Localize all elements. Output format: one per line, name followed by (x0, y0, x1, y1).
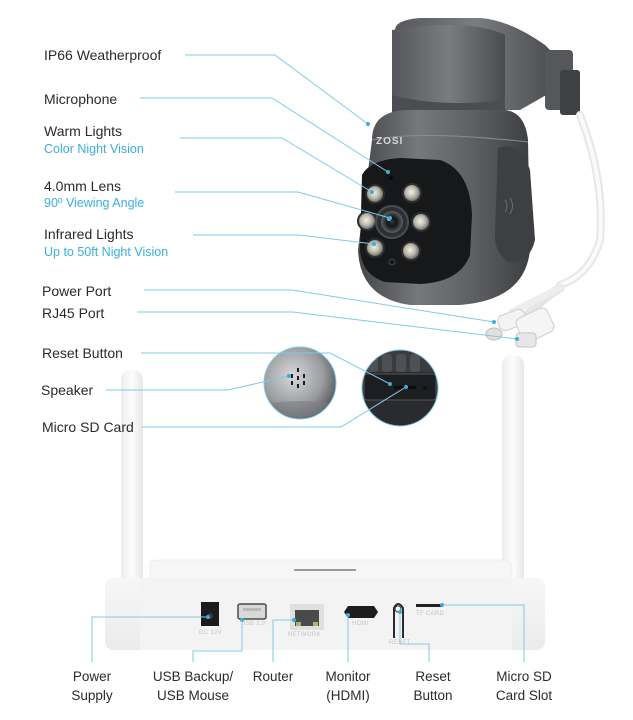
callout-reset-button: Reset Button (42, 345, 123, 361)
nvr-callout-line2: USB Mouse (156, 688, 230, 703)
nvr-callout-line1: Router (252, 669, 294, 684)
callout-micro-sd: Micro SD Card (42, 419, 134, 435)
camera-body (357, 25, 535, 305)
nvr-callout-reset: Reset Button (413, 667, 452, 705)
port-marking-reset: RESET (389, 640, 411, 646)
callout-microphone: Microphone (44, 91, 118, 107)
leader-lines (91, 54, 525, 662)
nvr-callout-line1: Micro SD (496, 669, 552, 684)
nvr-recorder (105, 559, 545, 650)
callout-speaker: Speaker (41, 382, 94, 398)
nvr-callout-line2: Supply (71, 688, 113, 703)
callout-warm-lights: Warm Lights (44, 123, 123, 139)
port-marking-hdmi: HDMI (352, 621, 369, 627)
nvr-callout-micro-sd-slot: Micro SD Card Slot (496, 667, 552, 705)
port-marking-tf-card: TF CARD (416, 611, 445, 617)
nvr-callout-line1: Power (72, 669, 112, 684)
callout-power-port: Power Port (42, 283, 112, 299)
nvr-callout-line1: Reset (415, 669, 451, 684)
port-marking-network: NETWORK (288, 632, 321, 638)
callout-ip66: IP66 Weatherproof (44, 47, 162, 63)
nvr-callout-power-supply: Power Supply (71, 667, 112, 705)
speaker-inset (263, 346, 337, 420)
nvr-callout-line2: Card Slot (495, 688, 553, 703)
nvr-callout-router: Router (253, 667, 294, 686)
nvr-callout-line2: Button (413, 688, 453, 703)
camera-connectors (485, 307, 555, 348)
brand-logo: ZOSI (376, 136, 404, 147)
nvr-antennas (121, 355, 524, 645)
callout-infrared-sub: Up to 50ft Night Vision (44, 245, 169, 259)
callout-infrared: Infrared Lights (44, 226, 134, 242)
nvr-callout-line1: USB Backup/ (152, 669, 234, 684)
nvr-callout-monitor: Monitor (HDMI) (325, 667, 370, 705)
port-marking-dc: DC 12V (199, 630, 222, 636)
reset-sd-inset (361, 349, 439, 427)
leader-dots (206, 122, 519, 622)
callout-rj45-port: RJ45 Port (42, 305, 105, 321)
nvr-callout-line2: (HDMI) (326, 688, 370, 703)
callout-lens-sub: 90º Viewing Angle (44, 196, 145, 210)
nvr-callout-usb: USB Backup/ USB Mouse (153, 667, 233, 705)
port-marking-usb: USB 2.0 (241, 621, 266, 627)
callout-warm-lights-sub: Color Night Vision (44, 142, 144, 156)
nvr-callout-line1: Monitor (325, 669, 371, 684)
callout-lens: 4.0mm Lens (44, 178, 122, 194)
